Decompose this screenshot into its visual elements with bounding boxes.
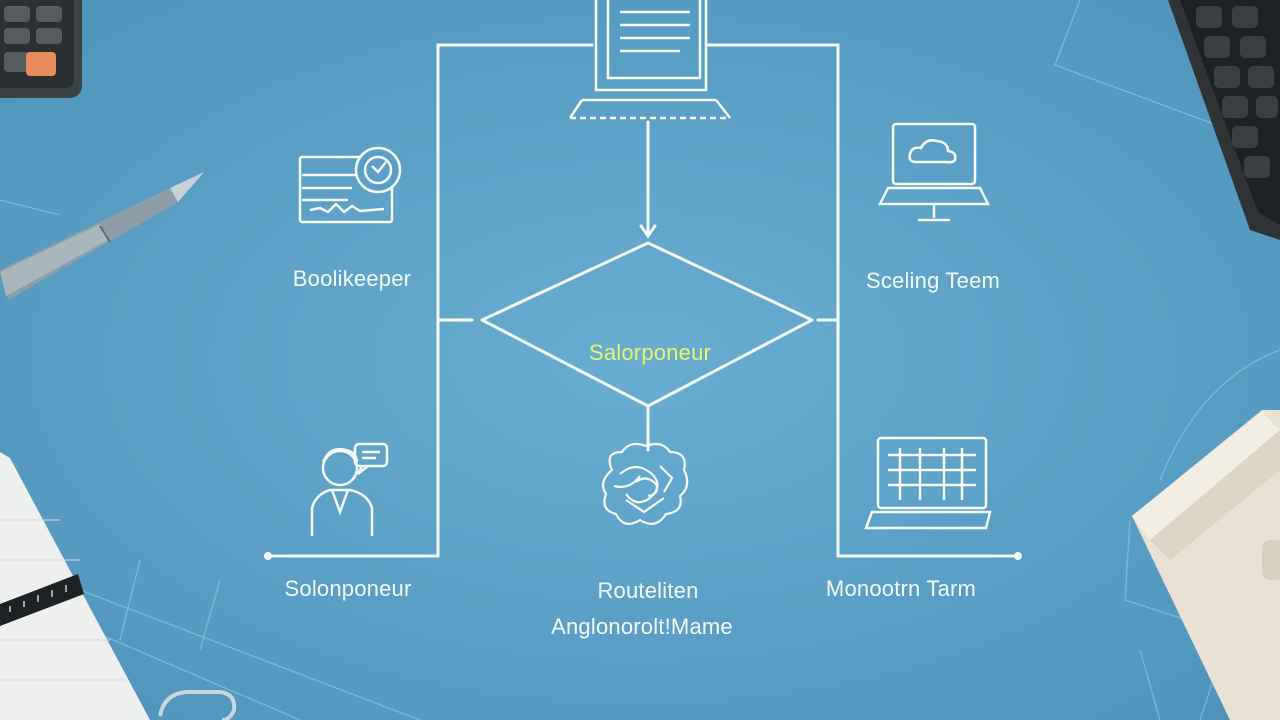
book [1132,410,1280,720]
top-right-label: Sceling Teem [865,268,1001,293]
bottom-center-label-line2: Anglonorolt!Mame [551,614,733,639]
bottom-right-label: Monootrn Tarm [825,576,977,601]
bottom-center-label-line1: Routeliten [597,578,699,603]
decision-diamond [480,241,814,408]
keyboard [1168,0,1280,240]
pen [0,172,204,300]
top-left-label: Boolikeeper [292,266,412,291]
connector-lines [266,43,1020,558]
notebook [0,452,150,720]
calculator [0,0,82,98]
connector-endpoint-right [1014,552,1022,560]
tangled-brain-icon [601,442,689,525]
bottom-left-label: Solonponeur [284,576,412,601]
person-chat-icon [310,442,389,536]
laptop-cloud-icon [877,122,991,222]
document-computer-icon [568,0,731,120]
laptop-spreadsheet-icon [864,436,992,530]
invoice-card-icon [298,146,402,224]
center-label: Salorponeur [588,340,712,365]
paper-clip [158,690,237,720]
connector-endpoint-left [264,552,272,560]
